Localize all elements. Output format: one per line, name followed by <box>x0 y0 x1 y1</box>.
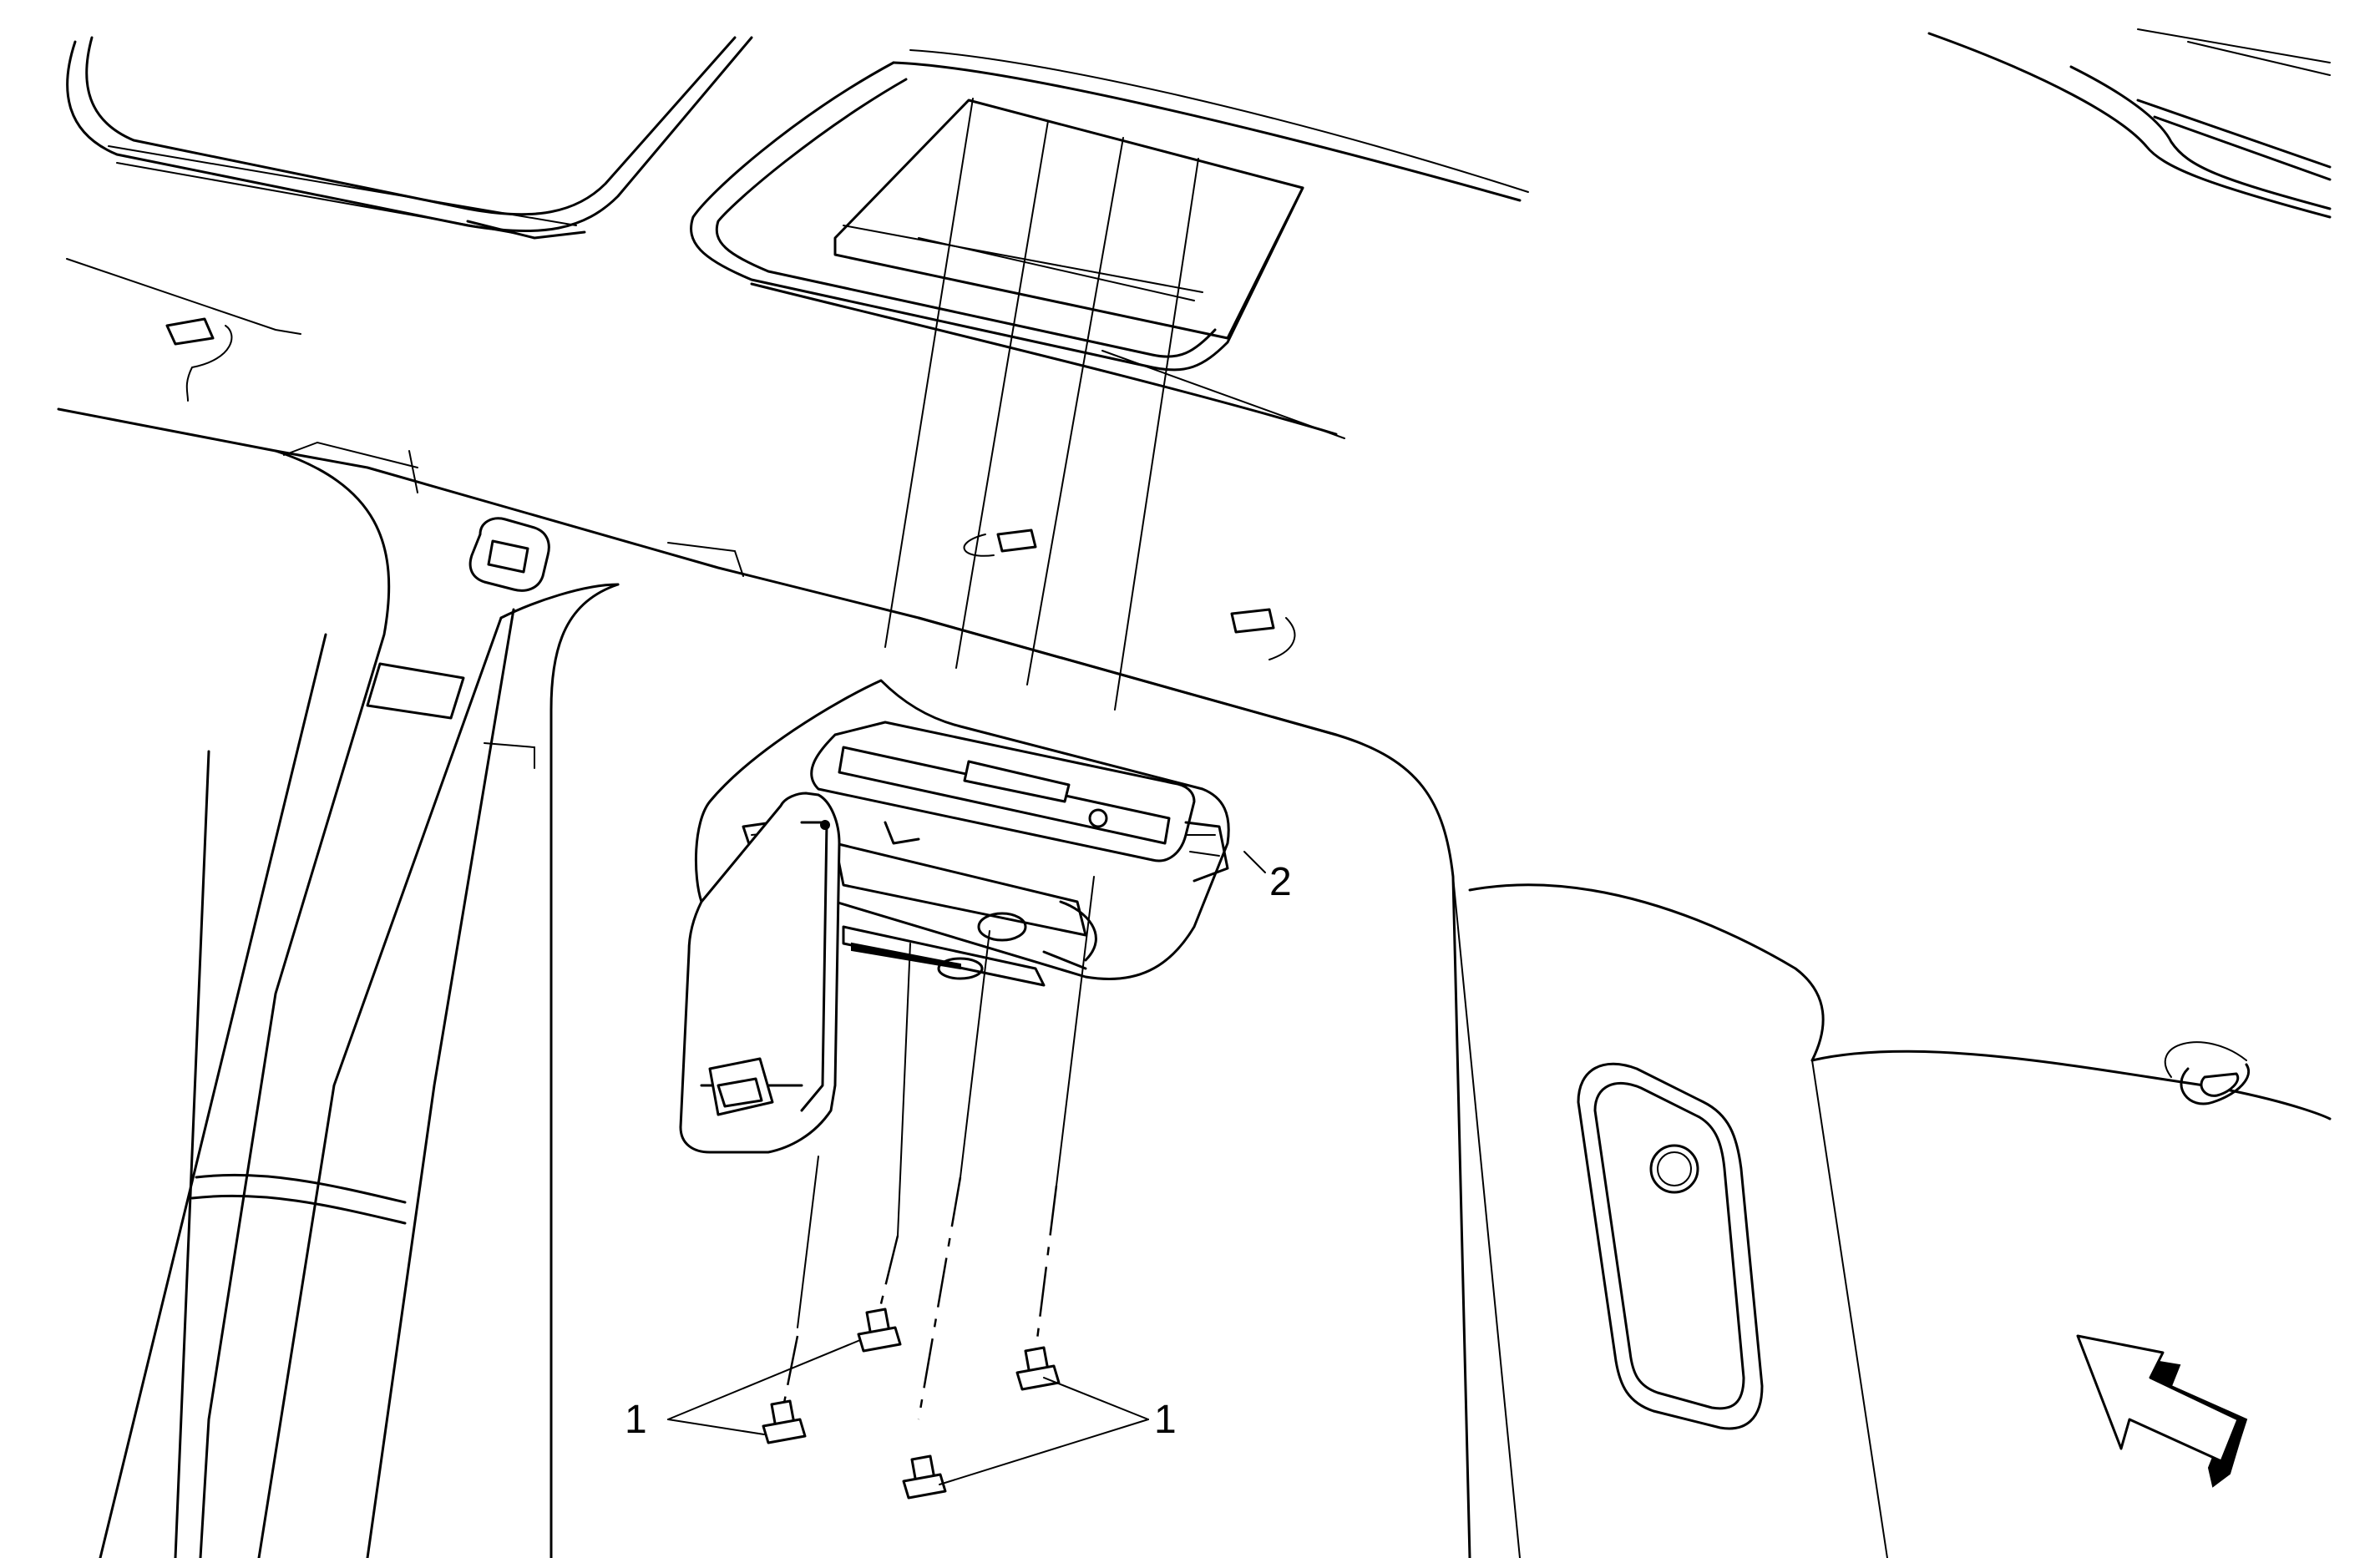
bolt-1d <box>902 1454 947 1500</box>
headliner-clip-left <box>165 317 233 402</box>
guide-lines <box>884 98 1199 711</box>
rear-panel-outline <box>549 583 2332 1558</box>
headliner-clip-right <box>1230 608 1296 660</box>
roof-opening-right <box>1927 28 2332 219</box>
callout-bracket: 2 <box>1269 860 1292 904</box>
bolt-1c <box>1015 1346 1061 1391</box>
headliner-edge <box>57 258 1338 736</box>
front-direction-arrow-icon <box>2076 1334 2248 1488</box>
seatbelt-guide-bezel <box>1577 1062 1764 1430</box>
roof-opening-center <box>690 49 1529 439</box>
fastener-guide-lines <box>779 876 1095 1420</box>
callout-fastener-right: 1 <box>1154 1398 1177 1442</box>
rear-seat-clip <box>2164 1041 2250 1105</box>
roof-opening-left <box>66 36 753 240</box>
grab-handle-bezel-left <box>468 517 550 592</box>
bolt-1b <box>762 1399 807 1444</box>
grab-handle <box>679 792 841 1154</box>
grab-handle-bracket <box>694 679 1230 987</box>
bolt-1a <box>857 1308 902 1353</box>
callout-fastener-left: 1 <box>625 1398 647 1442</box>
pillar-trim-left <box>99 449 620 1558</box>
leader-lines <box>667 851 1266 1485</box>
headliner-clip-center <box>963 529 1037 557</box>
